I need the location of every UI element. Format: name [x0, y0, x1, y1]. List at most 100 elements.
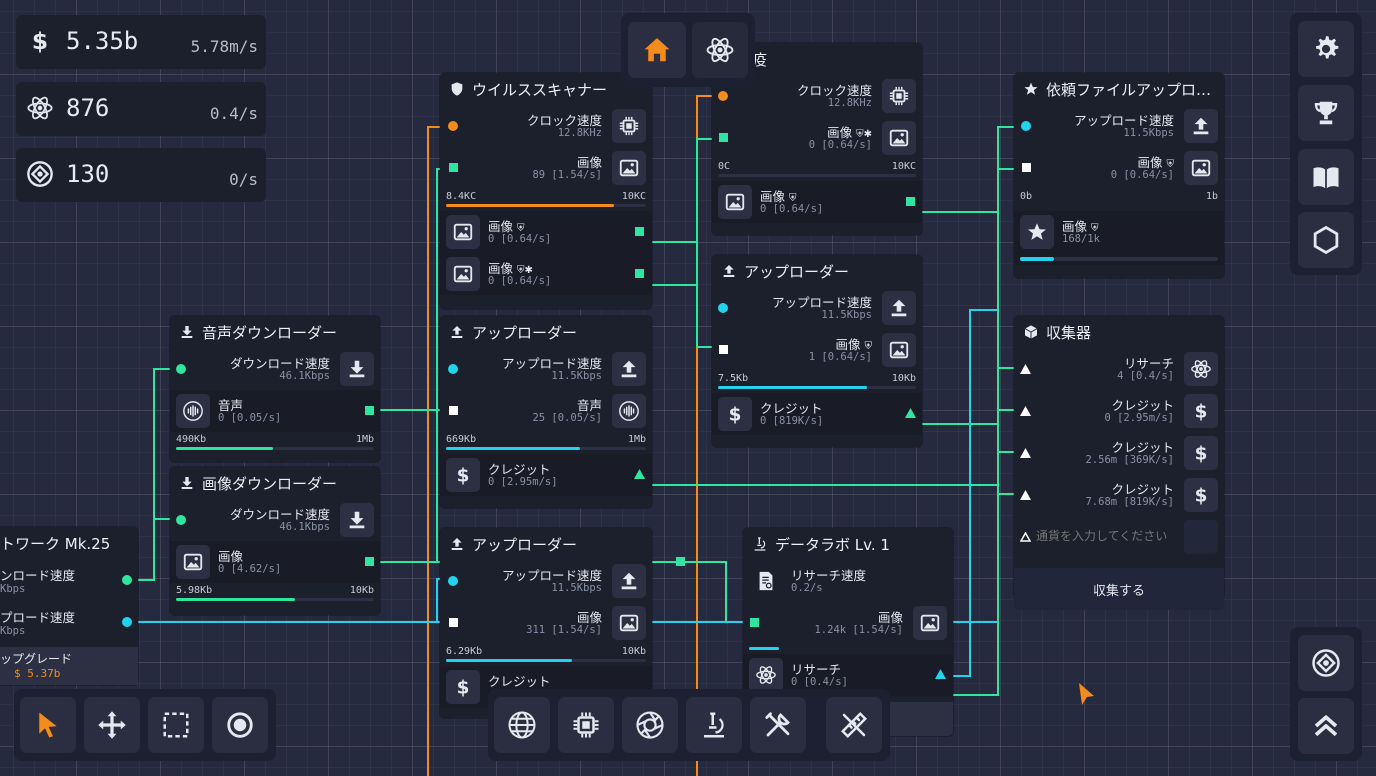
input-port[interactable] — [1020, 448, 1031, 458]
clock-speed-value: 12.8KHz — [557, 127, 602, 139]
ring-tool[interactable] — [212, 697, 268, 753]
currency-input[interactable] — [1036, 526, 1182, 546]
token-button[interactable] — [1298, 635, 1354, 691]
capacity-max: 10Kb — [891, 373, 916, 384]
virus-scanner-node[interactable]: ウイルススキャナー クロック速度 12.8KHz 画像 89 [1.54/s] … — [440, 73, 652, 309]
output-label: 画像 ⛨ — [1062, 219, 1099, 234]
select-tool[interactable] — [148, 697, 204, 753]
input-value: 1 [0.64/s] — [808, 351, 872, 363]
image-icon — [882, 121, 916, 155]
image-icon — [718, 185, 752, 219]
credit-port[interactable] — [905, 408, 916, 418]
input-port[interactable] — [176, 364, 186, 374]
uploader-node-audio[interactable]: アップローダー アップロード速度 11.5Kbps 音声 25 [0.05/s]… — [440, 316, 652, 508]
speed-port[interactable] — [448, 364, 458, 374]
collector-item-value: 7.68m [819K/s] — [1085, 496, 1174, 508]
chip-build-button[interactable] — [558, 697, 614, 753]
clock-port[interactable] — [448, 121, 458, 131]
input-port[interactable] — [1020, 406, 1031, 416]
capacity-bar: 8.4KC 10KC — [440, 189, 652, 211]
research-tab[interactable] — [692, 22, 748, 78]
research-speed-value: 0.2/s — [791, 582, 823, 594]
upgrade-all-button[interactable] — [1298, 698, 1354, 754]
lab-build-button[interactable] — [686, 697, 742, 753]
download-speed-label: ダウンロード速度 — [229, 356, 330, 371]
speed-port[interactable] — [718, 303, 728, 313]
research-port[interactable] — [935, 669, 946, 679]
input-value: 0 [0.64/s] — [1110, 169, 1174, 181]
network-node[interactable]: トワーク Mk.25 ンロード速度 Kbps プロード速度 Kbps ップグレー… — [0, 527, 138, 685]
node-title: 疫 — [752, 50, 768, 69]
uploader-node-mid[interactable]: アップローダー アップロード速度 11.5Kbps 画像 ⛨ 1 [0.64/s… — [712, 255, 922, 447]
tools-build-button[interactable] — [750, 697, 806, 753]
speed-port[interactable] — [1021, 121, 1031, 131]
capacity-current: 0C — [718, 161, 731, 172]
download-icon — [179, 324, 195, 340]
atom-icon — [26, 94, 54, 122]
output-port[interactable] — [906, 197, 915, 206]
clock-port[interactable] — [718, 91, 728, 101]
collector-node[interactable]: 収集器 リサーチ 4 [0.4/s] クレジット 0 [2.95m/s] クレジ… — [1014, 316, 1224, 610]
capacity-bar: 0b 1b — [1014, 189, 1224, 211]
output-port[interactable] — [365, 557, 374, 566]
achievements-button[interactable] — [1298, 85, 1354, 141]
image-icon — [913, 606, 947, 640]
input-port[interactable] — [719, 133, 728, 142]
move-tool[interactable] — [84, 697, 140, 753]
audio-downloader-node[interactable]: 音声ダウンローダー ダウンロード速度 46.1Kbps 音声 0 [0.05/s… — [170, 316, 380, 462]
upgrade-button[interactable]: ップグレード $ 5.37b — [0, 647, 138, 685]
cursor-tool[interactable] — [20, 697, 76, 753]
token-stat: 130 0/s — [16, 148, 266, 202]
capacity-bar: 0C 10KC — [712, 159, 922, 181]
download-port[interactable] — [122, 575, 132, 585]
collect-button[interactable]: 収集する — [1014, 568, 1224, 610]
capacity-max: 10KC — [621, 191, 646, 202]
output-port[interactable] — [365, 406, 374, 415]
select-icon — [161, 710, 191, 740]
input-label: 画像 — [877, 610, 903, 625]
capacity-fill — [176, 598, 295, 601]
progress-fill — [749, 647, 779, 650]
aperture-build-button[interactable] — [622, 697, 678, 753]
design-build-button[interactable] — [826, 697, 882, 753]
input-port[interactable] — [449, 163, 458, 172]
input-port[interactable] — [1020, 490, 1031, 500]
input-port[interactable] — [1020, 364, 1031, 374]
output-port[interactable] — [635, 227, 644, 236]
output-value: 0 [2.95m/s] — [488, 476, 558, 488]
network-build-button[interactable] — [494, 697, 550, 753]
settings-button[interactable] — [1298, 21, 1354, 77]
input-port[interactable] — [449, 406, 458, 415]
output-port[interactable] — [635, 269, 644, 278]
upload-speed-value: 11.5Kbps — [1123, 127, 1174, 139]
image-icon — [612, 606, 646, 640]
image-downloader-node[interactable]: 画像ダウンローダー ダウンロード速度 46.1Kbps 画像 0 [4.62/s… — [170, 467, 380, 615]
star-icon — [1023, 81, 1039, 97]
guide-button[interactable] — [1298, 149, 1354, 205]
hexagon-button[interactable] — [1298, 212, 1354, 268]
input-port[interactable] — [719, 345, 728, 354]
node-title: 音声ダウンローダー — [202, 323, 338, 342]
capacity-current: 6.29Kb — [446, 646, 483, 657]
research-stat: 876 0.4/s — [16, 82, 266, 136]
output-value: 0 [0.4/s] — [791, 676, 848, 688]
input-port[interactable] — [176, 515, 186, 525]
upload-icon — [1184, 109, 1218, 143]
upload-port[interactable] — [122, 617, 132, 627]
capacity-bar: 5.98Kb 10Kb — [170, 583, 380, 605]
node-title: 画像ダウンローダー — [202, 474, 338, 493]
node-title: データラボ Lv. 1 — [775, 535, 890, 554]
empty-input-port[interactable] — [1020, 532, 1031, 542]
move-icon — [97, 710, 127, 740]
home-tab[interactable] — [628, 22, 686, 78]
output-value: 0 [0.64/s] — [488, 275, 552, 287]
input-port[interactable] — [1022, 163, 1031, 172]
credit-port[interactable] — [634, 469, 645, 479]
node-title: ウイルススキャナー — [472, 80, 608, 99]
speed-port[interactable] — [448, 576, 458, 586]
input-port[interactable] — [750, 618, 759, 627]
capacity-max: 10Kb — [621, 646, 646, 657]
upload-icon — [721, 263, 737, 279]
input-port[interactable] — [449, 618, 458, 627]
request-uploader-node[interactable]: 依頼ファイルアップロ… アップロード速度 11.5Kbps 画像 ⛨ 0 [0.… — [1014, 73, 1224, 278]
